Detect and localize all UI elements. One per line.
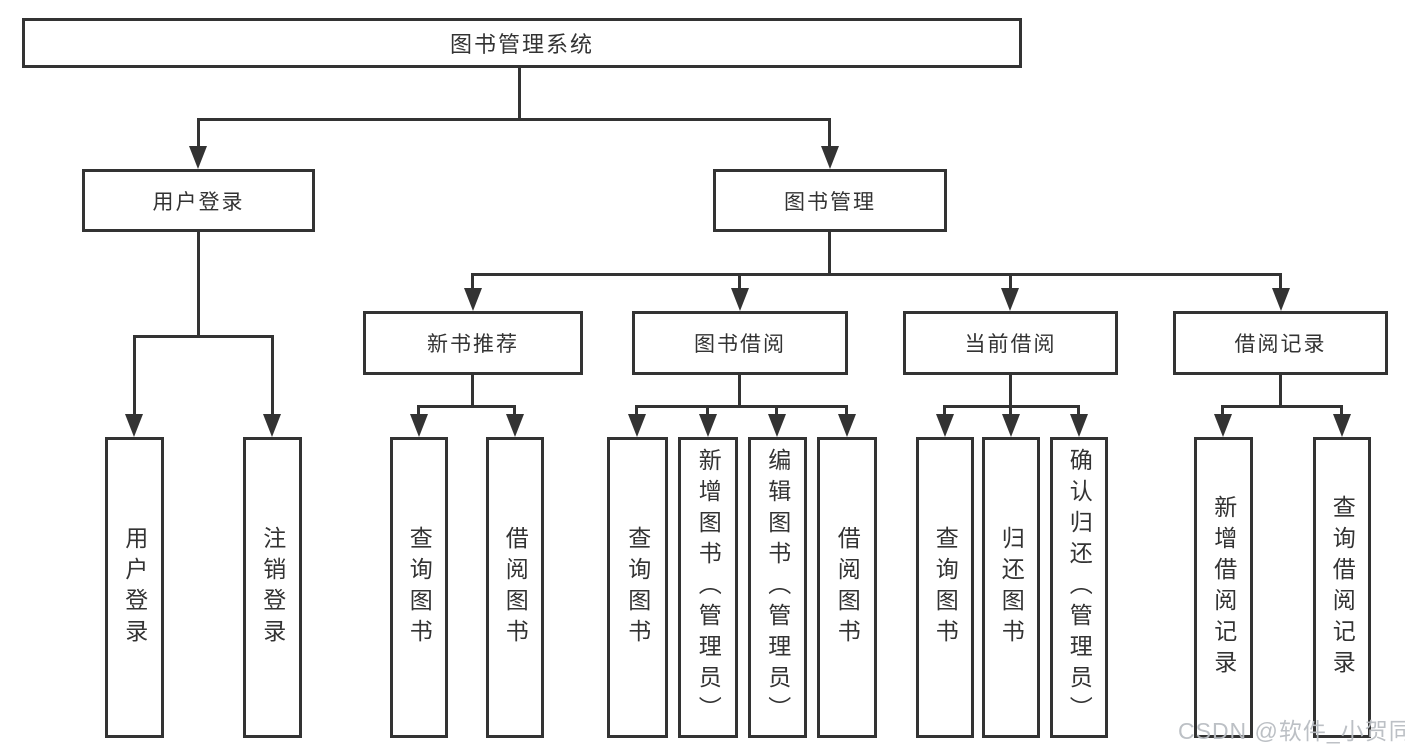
connector-root-bar bbox=[197, 118, 831, 121]
leaf-user-login-label: 用户登录 bbox=[121, 525, 148, 650]
connector-drop bbox=[1009, 273, 1012, 289]
leaf-label: 确认归还（管理员） bbox=[1066, 448, 1093, 727]
connector-borrow-records-stem bbox=[1279, 375, 1282, 406]
arrowhead-icon bbox=[125, 414, 143, 437]
connector-current-borrow-stem bbox=[1009, 375, 1012, 406]
connector-drop bbox=[133, 335, 136, 415]
leaf-label: 查询图书 bbox=[624, 525, 651, 650]
arrowhead-icon bbox=[1001, 288, 1019, 311]
arrowhead-icon bbox=[1070, 414, 1088, 437]
connector-book-management-bar bbox=[471, 273, 1282, 276]
node-current-borrow: 当前借阅 bbox=[903, 311, 1118, 375]
connector-drop bbox=[775, 405, 778, 415]
leaf-query-books-borrow: 查询图书 bbox=[607, 437, 668, 738]
connector-drop bbox=[271, 335, 274, 415]
leaf-label: 归还图书 bbox=[998, 525, 1025, 650]
arrowhead-icon bbox=[263, 414, 281, 437]
connector-drop bbox=[706, 405, 709, 415]
connector-drop bbox=[513, 405, 516, 415]
connector-drop bbox=[471, 273, 474, 289]
connector-drop bbox=[738, 273, 741, 289]
leaf-query-books-current: 查询图书 bbox=[916, 437, 974, 738]
leaf-label: 新增图书（管理员） bbox=[695, 448, 722, 727]
arrowhead-icon bbox=[1333, 414, 1351, 437]
leaf-logout-label: 注销登录 bbox=[259, 525, 286, 650]
node-borrow-records-label: 借阅记录 bbox=[1234, 333, 1327, 356]
arrowhead-icon bbox=[1214, 414, 1232, 437]
connector-user-login-bar bbox=[133, 335, 274, 338]
leaf-label: 新增借阅记录 bbox=[1210, 494, 1237, 681]
connector-borrow-records-bar bbox=[1221, 405, 1343, 408]
leaf-query-borrow-record: 查询借阅记录 bbox=[1313, 437, 1371, 738]
connector-new-book-bar bbox=[417, 405, 516, 408]
leaf-label: 借阅图书 bbox=[502, 525, 529, 650]
connector-drop bbox=[1279, 273, 1282, 289]
leaf-confirm-return-admin: 确认归还（管理员） bbox=[1050, 437, 1108, 738]
arrowhead-icon bbox=[464, 288, 482, 311]
leaf-add-books-admin: 新增图书（管理员） bbox=[678, 437, 738, 738]
connector-drop bbox=[417, 405, 420, 415]
node-borrow-records: 借阅记录 bbox=[1173, 311, 1388, 375]
csdn-watermark: CSDN @软件_小贺同学 bbox=[1178, 718, 1405, 744]
connector-book-borrow-stem bbox=[738, 375, 741, 406]
leaf-logout: 注销登录 bbox=[243, 437, 302, 738]
leaf-user-login: 用户登录 bbox=[105, 437, 164, 738]
arrowhead-icon bbox=[838, 414, 856, 437]
node-book-borrow-label: 图书借阅 bbox=[694, 333, 786, 356]
connector-to-book-management bbox=[828, 118, 831, 147]
node-book-borrow: 图书借阅 bbox=[632, 311, 848, 375]
connector-drop bbox=[943, 405, 946, 415]
leaf-query-books-newbook: 查询图书 bbox=[390, 437, 448, 738]
arrowhead-icon bbox=[628, 414, 646, 437]
connector-drop bbox=[1340, 405, 1343, 415]
leaf-label: 查询图书 bbox=[406, 525, 433, 650]
arrowhead-icon bbox=[936, 414, 954, 437]
arrowhead-icon bbox=[506, 414, 524, 437]
arrowhead-user-login-icon bbox=[189, 146, 207, 169]
leaf-borrow-books-newbook: 借阅图书 bbox=[486, 437, 544, 738]
leaf-label: 编辑图书（管理员） bbox=[764, 448, 791, 727]
leaf-borrow-books-borrow: 借阅图书 bbox=[817, 437, 877, 738]
node-user-login-label: 用户登录 bbox=[152, 190, 245, 214]
connector-new-book-stem bbox=[471, 375, 474, 406]
connector-book-management-stem bbox=[828, 232, 831, 274]
leaf-edit-books-admin: 编辑图书（管理员） bbox=[748, 437, 807, 738]
arrowhead-icon bbox=[731, 288, 749, 311]
arrowhead-icon bbox=[699, 414, 717, 437]
arrowhead-book-management-icon bbox=[821, 146, 839, 169]
arrowhead-icon bbox=[768, 414, 786, 437]
connector-drop bbox=[1221, 405, 1224, 415]
leaf-label: 借阅图书 bbox=[834, 525, 861, 650]
leaf-add-borrow-record: 新增借阅记录 bbox=[1194, 437, 1253, 738]
connector-drop bbox=[1077, 405, 1080, 415]
connector-root-stem bbox=[518, 68, 521, 119]
arrowhead-icon bbox=[1272, 288, 1290, 311]
connector-drop bbox=[1009, 405, 1012, 415]
arrowhead-icon bbox=[1002, 414, 1020, 437]
connector-to-user-login bbox=[197, 118, 200, 147]
connector-drop bbox=[635, 405, 638, 415]
node-user-login: 用户登录 bbox=[82, 169, 315, 232]
arrowhead-icon bbox=[410, 414, 428, 437]
leaf-label: 查询借阅记录 bbox=[1329, 494, 1356, 681]
connector-user-login-stem bbox=[197, 232, 200, 336]
node-new-book-recommend: 新书推荐 bbox=[363, 311, 583, 375]
node-library-system-label: 图书管理系统 bbox=[449, 32, 594, 57]
node-new-book-recommend-label: 新书推荐 bbox=[427, 333, 519, 356]
node-book-management-label: 图书管理 bbox=[784, 190, 876, 214]
leaf-label: 查询图书 bbox=[932, 525, 959, 650]
leaf-return-books: 归还图书 bbox=[982, 437, 1040, 738]
node-current-borrow-label: 当前借阅 bbox=[964, 333, 1057, 356]
node-library-system: 图书管理系统 bbox=[22, 18, 1022, 68]
connector-drop bbox=[845, 405, 848, 415]
connector-book-borrow-bar bbox=[635, 405, 847, 408]
node-book-management: 图书管理 bbox=[713, 169, 947, 232]
